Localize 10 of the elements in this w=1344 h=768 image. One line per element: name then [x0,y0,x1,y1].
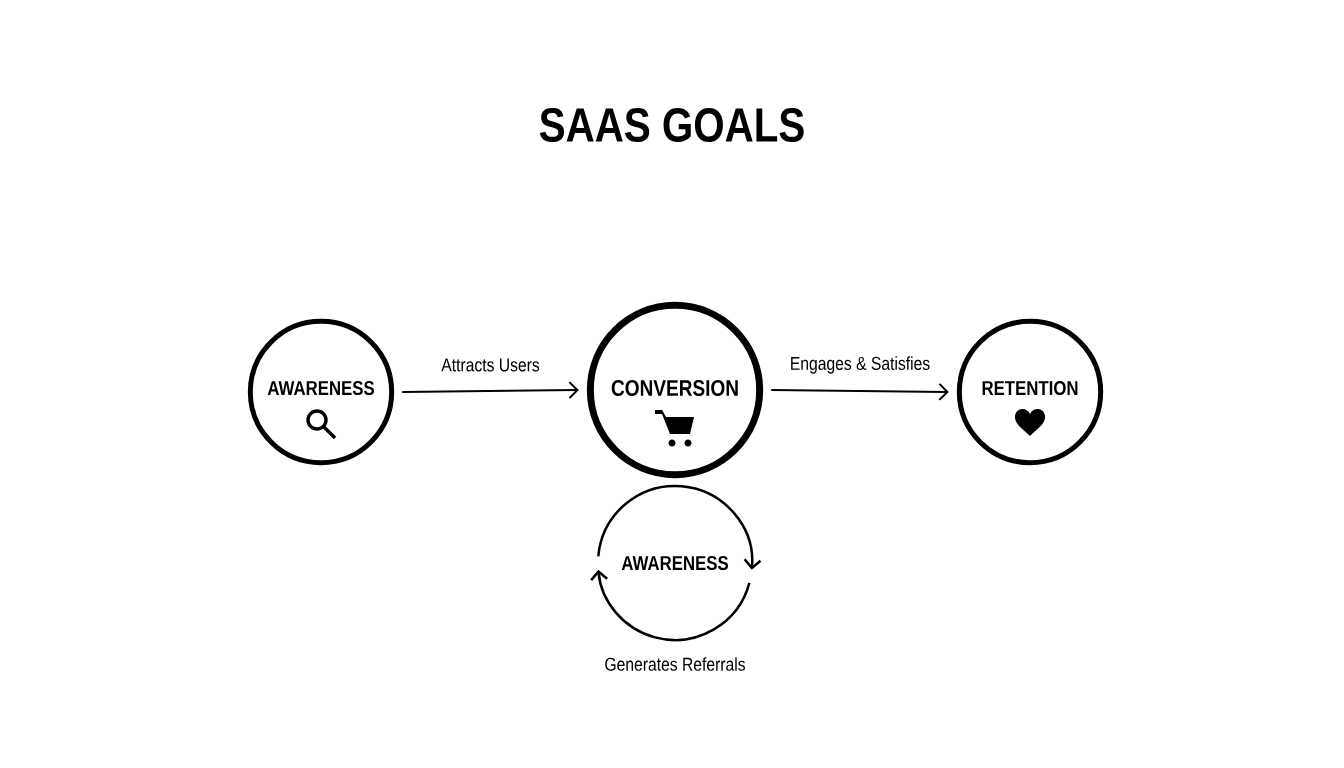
arrow [770,382,949,401]
node-label: CONVERSION [611,380,738,397]
title: SAAS GOALS [539,108,804,142]
node-label: Generates Referrals [605,657,745,671]
node-label: AWARENESS [267,380,374,396]
arrow [401,381,579,400]
node-label: AWARENESS [621,555,728,571]
edge-label: Engages & Satisfies [788,354,932,376]
node-label: RETENTION [982,380,1078,396]
edge-label: Attracts Users [439,357,542,373]
